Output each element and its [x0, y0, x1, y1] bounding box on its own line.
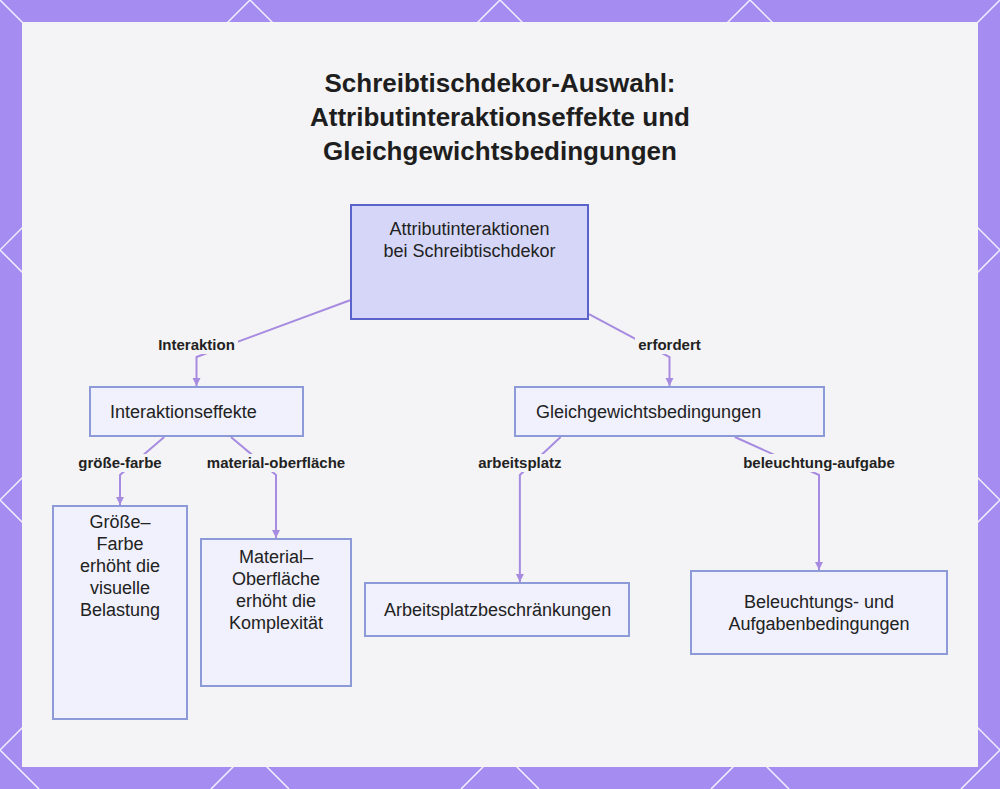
box-text: Gleichgewichtsbedingungen: [536, 401, 761, 423]
process-box: Arbeitsplatzbeschränkungen: [364, 582, 630, 637]
edge-label: erfordert: [635, 336, 704, 354]
box-text: Material–Oberfläche erhöht die Komplexit…: [222, 546, 330, 634]
box-text: Attributinteraktionen bei Schreibtischde…: [383, 218, 556, 262]
edge-label: arbeitsplatz: [475, 454, 564, 472]
box-text: Beleuchtungs- und Aufgabenbedingungen: [710, 591, 928, 635]
edge-label: material-oberfläche: [204, 454, 348, 472]
edge-label: größe-farbe: [75, 454, 164, 472]
process-box: Interaktionseffekte: [89, 386, 304, 437]
process-box: Größe–Farbe erhöht die visuelle Belastun…: [52, 505, 188, 720]
box-text: Arbeitsplatzbeschränkungen: [384, 599, 611, 621]
inner-panel: [22, 22, 978, 767]
box-text: Interaktionseffekte: [110, 401, 257, 423]
edge-label: beleuchtung-aufgabe: [740, 454, 898, 472]
diagram-title: Schreibtischdekor-Auswahl: Attributinter…: [265, 66, 735, 168]
process-box: Gleichgewichtsbedingungen: [514, 386, 825, 437]
process-box: Material–Oberfläche erhöht die Komplexit…: [200, 538, 352, 687]
edge-label: Interaktion: [155, 336, 238, 354]
connector-line: [231, 437, 276, 538]
root-box: Attributinteraktionen bei Schreibtischde…: [350, 204, 589, 320]
process-box: Beleuchtungs- und Aufgabenbedingungen: [690, 570, 948, 655]
box-text: Größe–Farbe erhöht die visuelle Belastun…: [73, 511, 167, 621]
